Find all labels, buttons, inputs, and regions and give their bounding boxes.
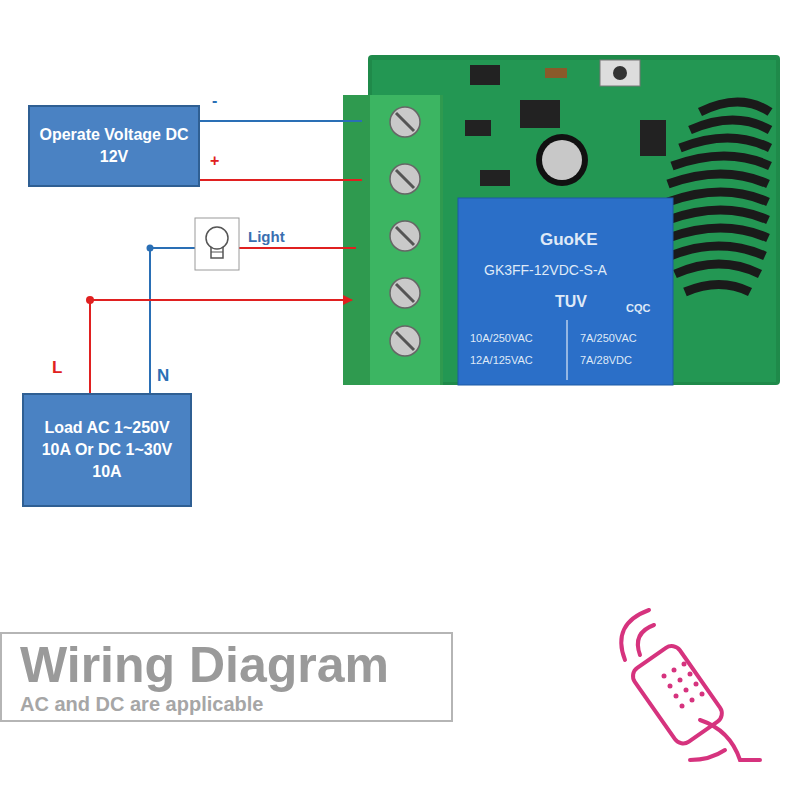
bulb-label: Light xyxy=(246,228,287,245)
polarity-sign: - xyxy=(212,92,217,110)
relay-rating: 12A/125VAC xyxy=(470,354,533,366)
relay-model: GK3FF-12VDC-S-A xyxy=(484,262,607,278)
cert-mark: TUV xyxy=(555,293,587,311)
caption-box: Wiring DiagramAC and DC are applicable xyxy=(0,632,453,722)
line-label: L xyxy=(52,358,62,378)
relay-rating: 7A/28VDC xyxy=(580,354,632,366)
polarity-sign: + xyxy=(210,152,219,170)
power-box: Operate Voltage DC 12V xyxy=(28,105,200,187)
relay-rating: 7A/250VAC xyxy=(580,332,637,344)
node-text: Wiring Diagram xyxy=(20,638,389,692)
node-text: Load AC 1~250V 10A Or DC 1~30V 10A xyxy=(24,417,190,483)
node-subtext: AC and DC are applicable xyxy=(20,692,263,716)
node-text: Operate Voltage DC 12V xyxy=(30,124,198,168)
relay-brand: GuoKE xyxy=(540,230,598,250)
neutral-label: N xyxy=(157,366,169,386)
load-box: Load AC 1~250V 10A Or DC 1~30V 10A xyxy=(22,393,192,507)
relay-rating: 10A/250VAC xyxy=(470,332,533,344)
cert-mark: CQC xyxy=(626,302,650,314)
